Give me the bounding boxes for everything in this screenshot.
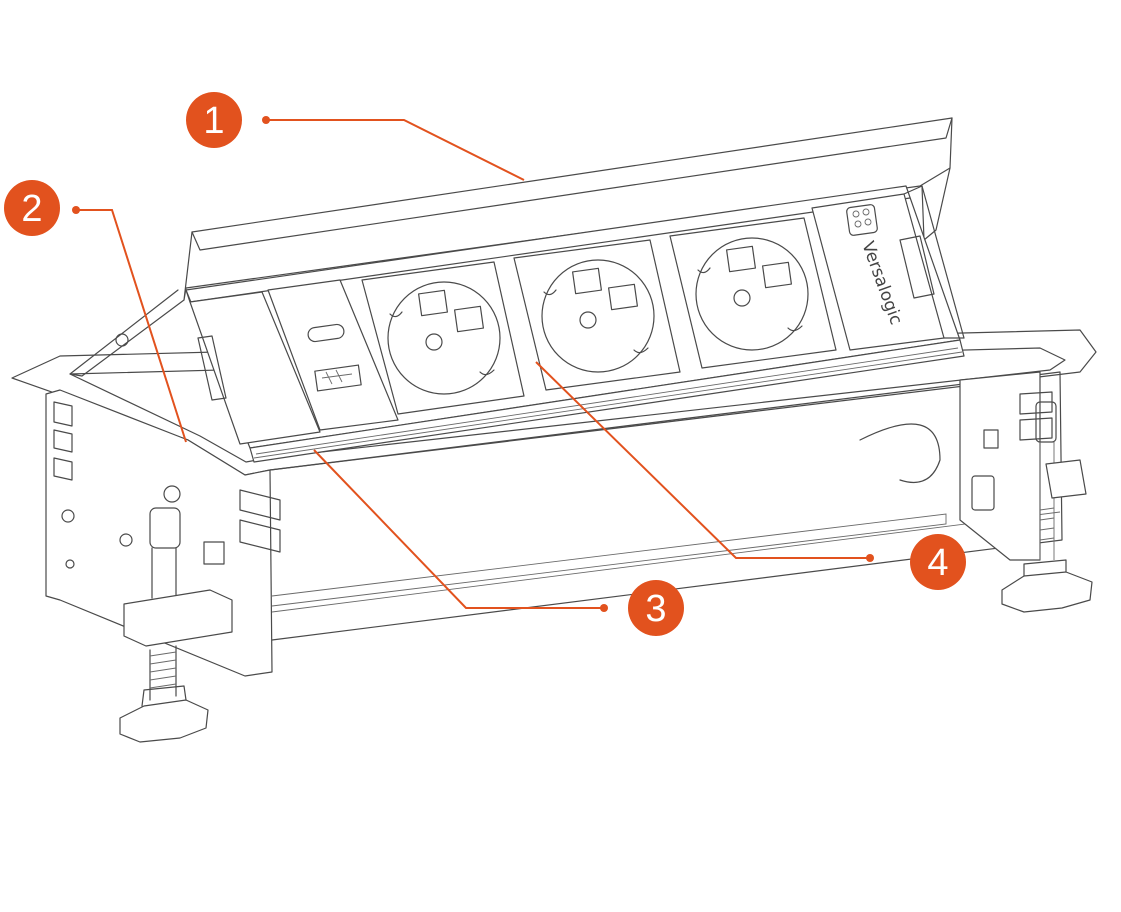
lid-hinge xyxy=(197,235,935,401)
usb-ports xyxy=(307,323,362,392)
leader-dot-1 xyxy=(262,116,270,124)
callout-1: 1 xyxy=(186,92,242,148)
socket-3 xyxy=(669,217,837,369)
leader-line-2 xyxy=(76,209,187,443)
leader-dot-2 xyxy=(72,206,80,214)
callout-circle-3 xyxy=(628,580,684,636)
callout-2: 2 xyxy=(4,180,60,236)
clamp-right xyxy=(1001,401,1093,613)
leader-dot-4 xyxy=(866,554,874,562)
callout-circle-2 xyxy=(4,180,60,236)
socket-1 xyxy=(361,261,525,415)
brand-icon xyxy=(846,204,878,236)
leader-line-4 xyxy=(535,361,870,559)
leader-dot-3 xyxy=(600,604,608,612)
callout-circle-4 xyxy=(910,534,966,590)
usb-c-port xyxy=(307,323,345,343)
callout-circle-1 xyxy=(186,92,242,148)
callout-label-1: 1 xyxy=(203,100,224,142)
leader-line-1 xyxy=(266,119,525,181)
side-clips xyxy=(53,391,1053,553)
callout-4: 4 xyxy=(910,534,966,590)
leader-lines xyxy=(72,116,874,612)
callout-label-2: 2 xyxy=(21,188,42,230)
socket-2 xyxy=(513,239,681,391)
leader-line-3 xyxy=(313,449,604,609)
callout-3: 3 xyxy=(628,580,684,636)
clamp-left xyxy=(119,485,233,743)
callout-label-3: 3 xyxy=(645,588,666,630)
callout-label-4: 4 xyxy=(927,542,948,584)
lid-flap xyxy=(69,117,953,377)
usb-a-port xyxy=(314,364,362,392)
